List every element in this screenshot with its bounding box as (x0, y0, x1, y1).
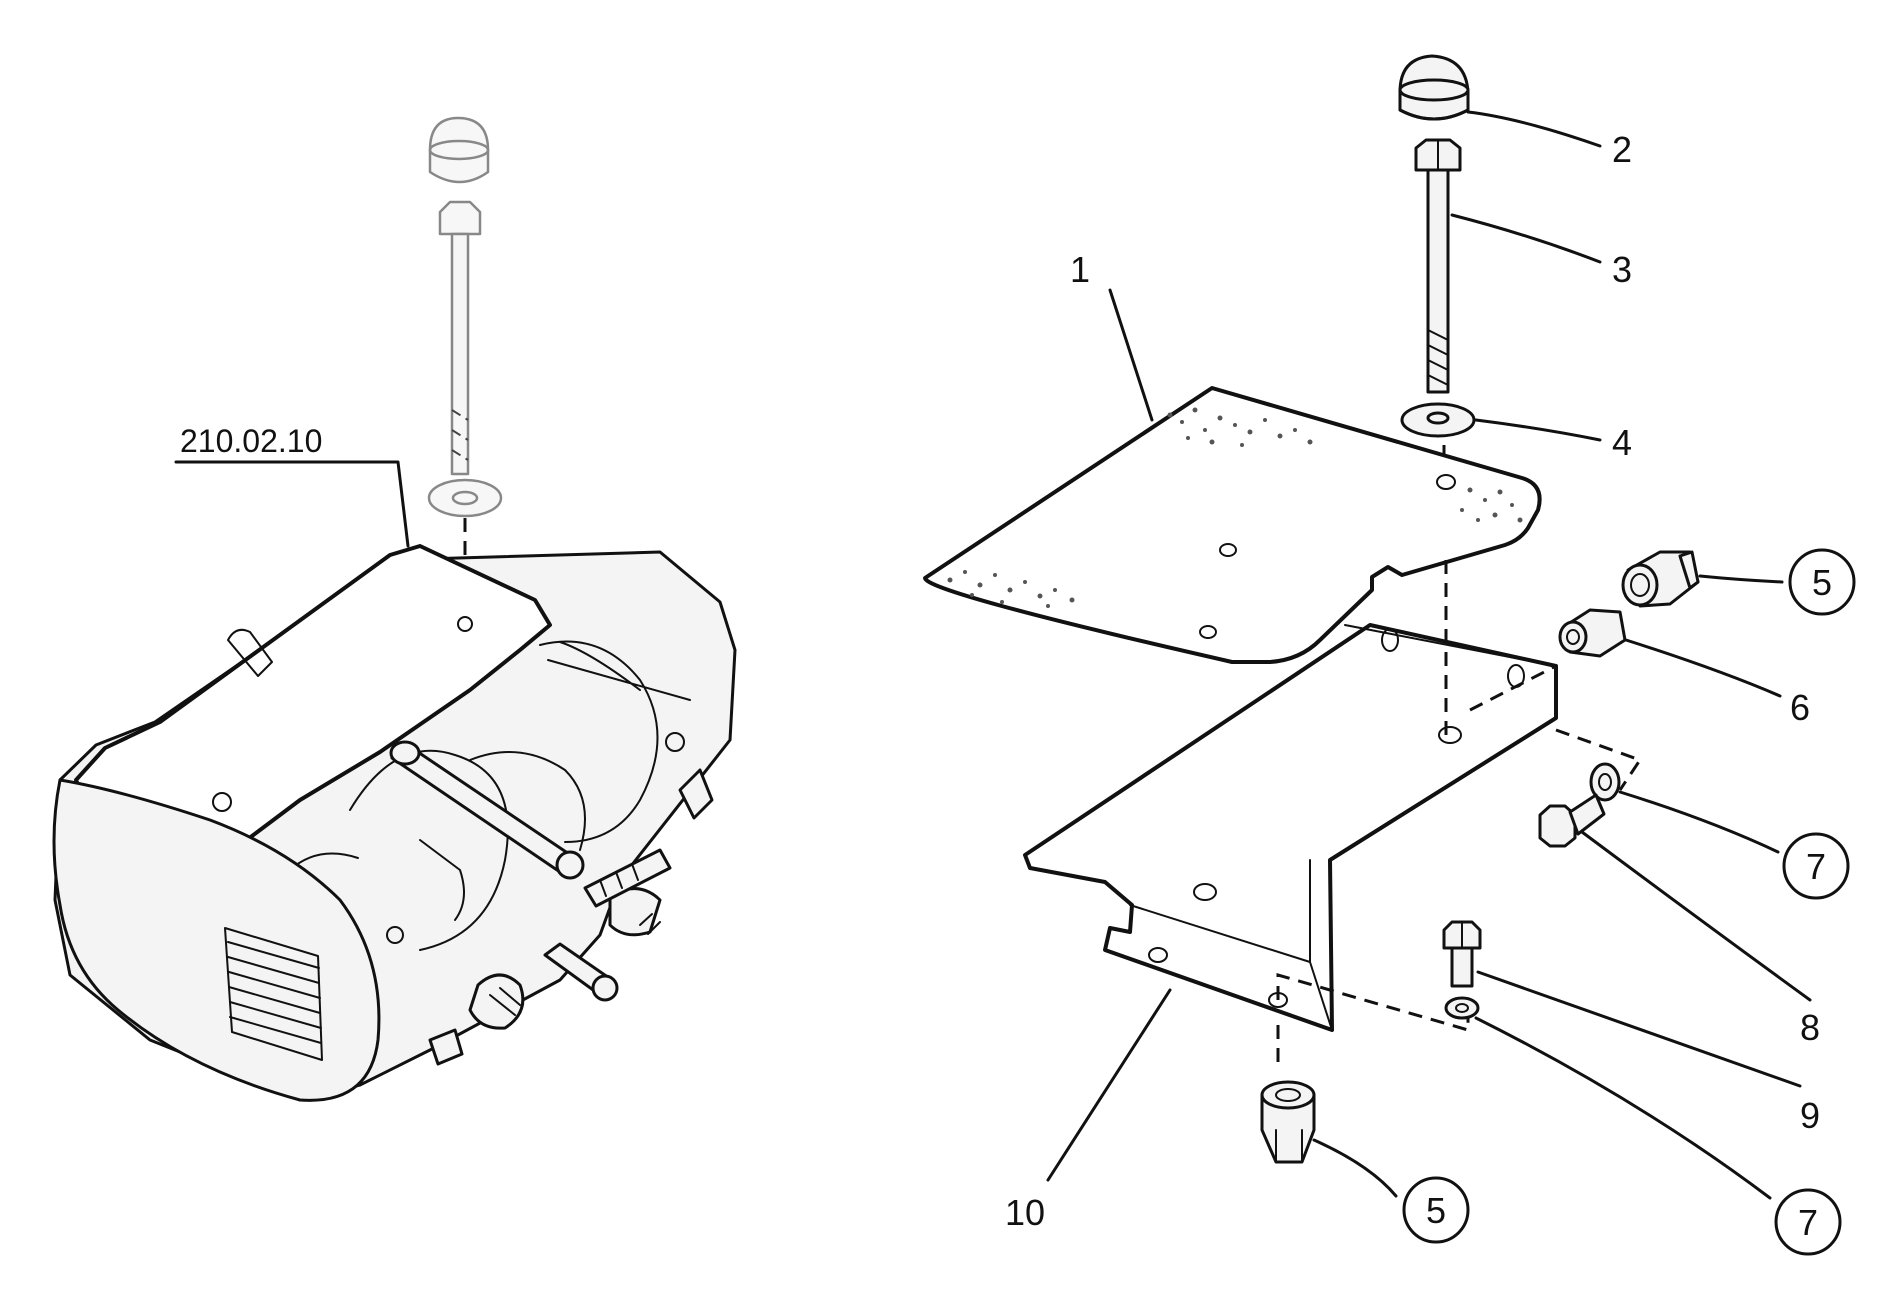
engine-assembly (52, 116, 737, 1102)
callout-6: 6 (1624, 638, 1810, 728)
callout-3: 3 (1450, 213, 1632, 290)
rubber-cap (1398, 54, 1470, 121)
long-bolt (1414, 138, 1462, 394)
callout-2: 2 (1466, 110, 1632, 170)
callout-number: 1 (1070, 249, 1090, 290)
callout-number: 3 (1612, 249, 1632, 290)
sleeve-nut-right (1621, 550, 1700, 608)
callout-8: 8 (1580, 830, 1820, 1048)
washer (1400, 402, 1476, 438)
callout-number: 8 (1800, 1007, 1820, 1048)
callout-number: 2 (1612, 129, 1632, 170)
assembly-reference-label: 210.02.10 (180, 423, 322, 459)
callout-number: 5 (1812, 562, 1832, 603)
callout-1: 1 (1070, 249, 1154, 422)
lock-washer-right (1589, 762, 1621, 802)
callout-5-lower: 5 (1312, 1138, 1470, 1244)
mounting-bracket (1023, 623, 1558, 1032)
callout-10: 10 (1005, 988, 1172, 1233)
lock-washer-lower (1444, 996, 1480, 1020)
callout-9: 9 (1476, 970, 1820, 1136)
callout-number: 7 (1806, 846, 1826, 887)
callout-4: 4 (1474, 418, 1632, 463)
mounting-plate (923, 386, 1542, 664)
callout-number: 6 (1790, 687, 1810, 728)
assembly-reference-callout: 210.02.10 (174, 423, 410, 548)
callout-number: 7 (1798, 1202, 1818, 1243)
hex-bolt-right (1538, 793, 1606, 848)
callout-number: 5 (1426, 1190, 1446, 1231)
callout-5-right: 5 (1698, 548, 1856, 616)
spacer-sleeve (1558, 608, 1627, 658)
callout-7-lower: 7 (1474, 1016, 1842, 1256)
callout-number: 9 (1800, 1095, 1820, 1136)
hex-bolt-lower (1442, 920, 1482, 988)
ghost-cap (428, 116, 490, 184)
callout-number: 4 (1612, 422, 1632, 463)
ghost-washer (427, 478, 503, 518)
cooling-grille (224, 927, 323, 1061)
plate-texture (947, 407, 1523, 608)
ghost-bolt (438, 200, 482, 476)
callout-7-right: 7 (1618, 790, 1850, 900)
sleeve-nut-lower (1260, 1080, 1316, 1164)
callout-number: 10 (1005, 1192, 1045, 1233)
